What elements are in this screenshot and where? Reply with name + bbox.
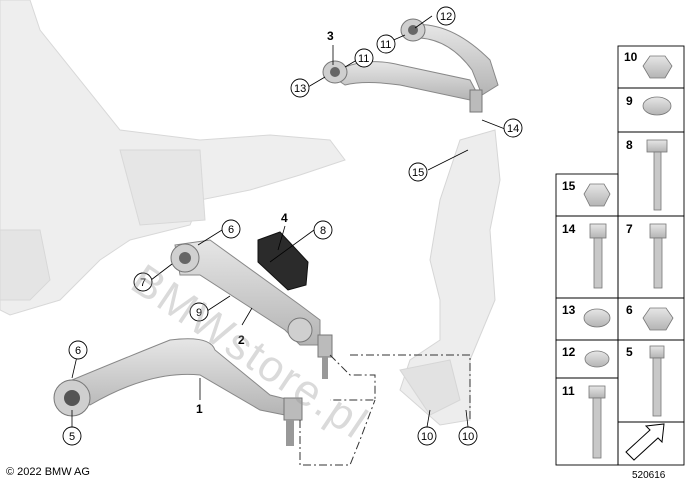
assembly-lines	[299, 354, 471, 466]
grid-number-11: 11	[562, 384, 575, 398]
parts-grid	[555, 45, 685, 466]
svg-text:11: 11	[380, 39, 391, 51]
grid-number-9: 9	[626, 94, 633, 108]
callout-8: 8	[313, 220, 333, 240]
grid-number-7: 7	[626, 222, 633, 236]
svg-text:8: 8	[320, 225, 326, 237]
svg-text:7: 7	[140, 277, 146, 289]
callout-5: 5	[62, 426, 82, 446]
callout-7: 7	[133, 272, 153, 292]
callout-13: 13	[290, 78, 310, 98]
callout-15: 15	[408, 162, 428, 182]
front-subframe	[0, 0, 346, 316]
svg-text:9: 9	[196, 307, 202, 319]
callout-9: 9	[189, 302, 209, 322]
callout-4: 4	[281, 211, 288, 225]
svg-text:6: 6	[228, 224, 234, 236]
callout-3: 3	[327, 29, 334, 43]
svg-text:5: 5	[69, 431, 75, 443]
callout-10b: 10	[458, 426, 478, 446]
steering-knuckle	[399, 129, 501, 426]
grid-number-12: 12	[562, 345, 576, 359]
callout-2: 2	[238, 333, 245, 347]
grid-number-13: 13	[562, 303, 576, 317]
copyright: © 2022 BMW AG	[6, 466, 90, 478]
svg-text:2: 2	[238, 333, 245, 347]
tension-strut	[170, 239, 333, 379]
hardware-drawings	[583, 55, 674, 459]
grid-number-15: 15	[562, 179, 576, 193]
svg-text:6: 6	[75, 345, 81, 357]
svg-text:10: 10	[421, 431, 433, 443]
grid-number-5: 5	[626, 345, 633, 359]
svg-text:13: 13	[294, 83, 306, 95]
diagram-number: 520616	[632, 470, 666, 481]
grid-number-10: 10	[624, 50, 638, 64]
callout-1: 1	[196, 402, 203, 416]
callout-6a: 6	[221, 219, 241, 239]
svg-text:4: 4	[281, 211, 288, 225]
grid-number-6: 6	[626, 303, 633, 317]
grid-number-8: 8	[626, 138, 633, 152]
callout-12: 12	[436, 6, 456, 26]
callout-11b: 11	[354, 48, 374, 68]
callout-14: 14	[503, 118, 523, 138]
rubber-mount	[257, 231, 309, 291]
grid-number-14: 14	[562, 222, 576, 236]
leader-lines	[71, 15, 506, 428]
upper-control-arm	[322, 18, 499, 113]
callout-10a: 10	[417, 426, 437, 446]
svg-text:3: 3	[327, 29, 334, 43]
svg-text:15: 15	[412, 167, 424, 179]
svg-text:14: 14	[507, 123, 519, 135]
callout-11a: 11	[376, 34, 396, 54]
svg-text:11: 11	[358, 53, 369, 65]
svg-text:12: 12	[440, 11, 452, 23]
callout-6b: 6	[68, 340, 88, 360]
arrow-icon	[625, 423, 665, 461]
svg-text:1: 1	[196, 402, 203, 416]
svg-text:10: 10	[462, 431, 474, 443]
